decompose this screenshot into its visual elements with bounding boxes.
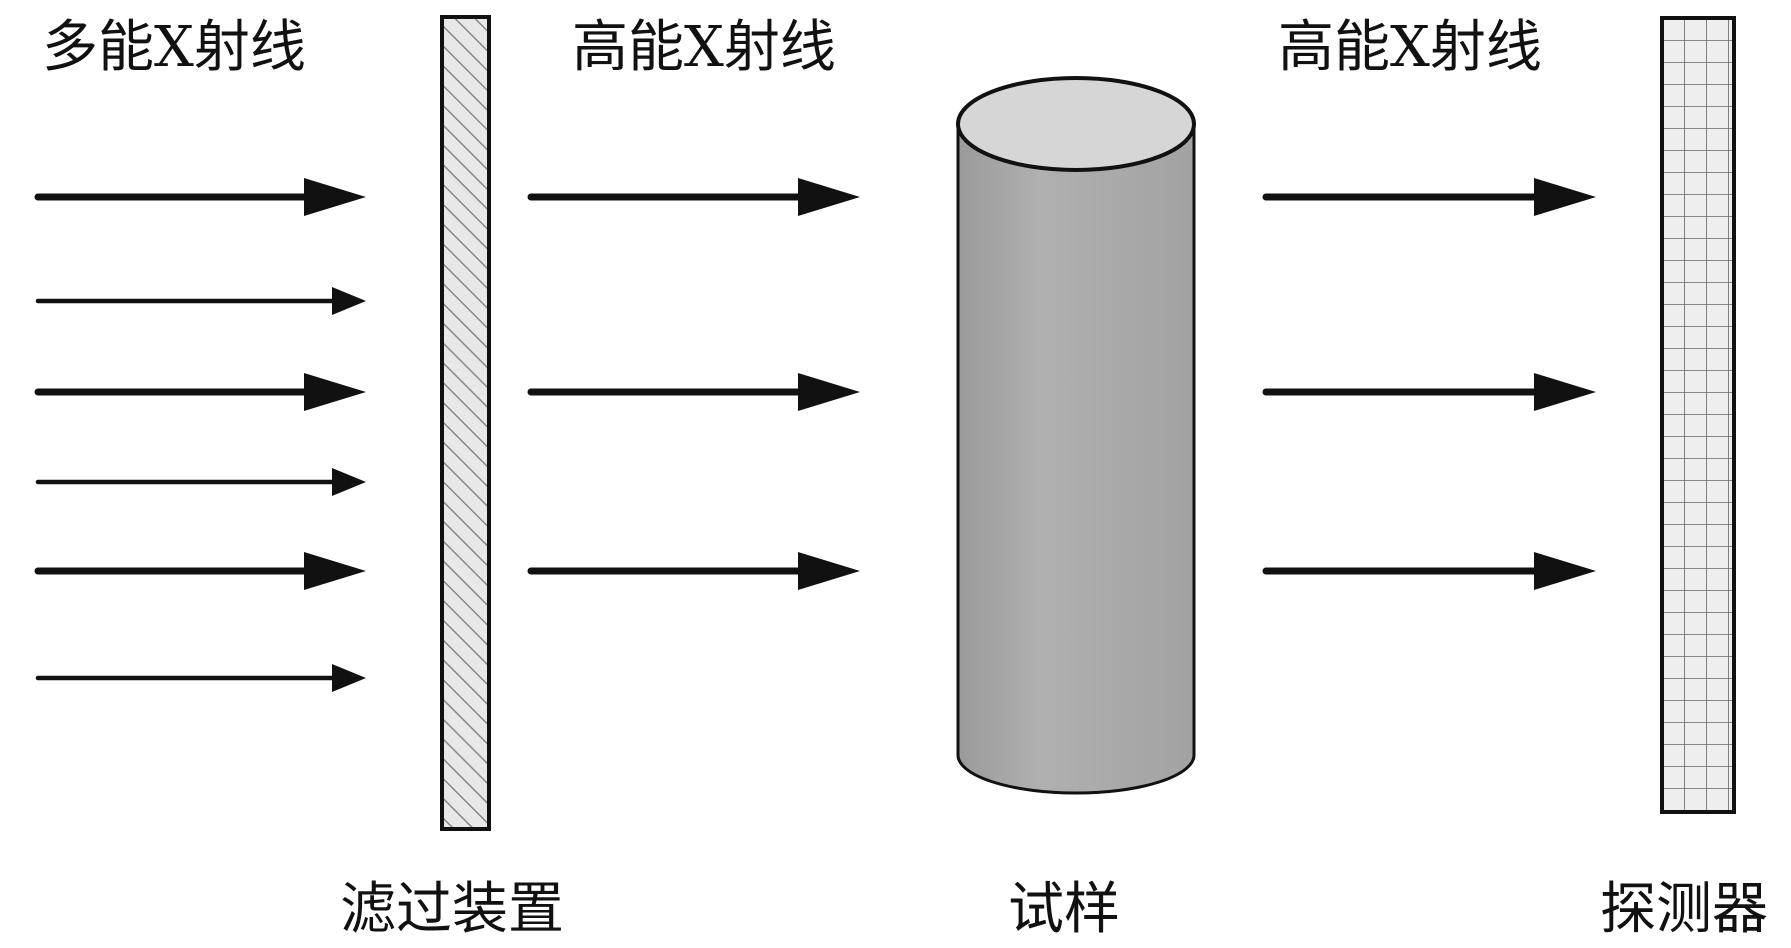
filtered-beam-label: 高能X射线 bbox=[572, 15, 836, 80]
filter-device bbox=[440, 15, 491, 831]
transmitted-arrow-group bbox=[1262, 178, 1596, 590]
incoming-arrow bbox=[34, 373, 366, 411]
filtered-arrow bbox=[527, 373, 860, 411]
filtered-arrow bbox=[527, 178, 860, 216]
incoming-arrow bbox=[35, 664, 366, 692]
transmitted-beam-label: 高能X射线 bbox=[1278, 15, 1542, 80]
filtered-arrow-group bbox=[527, 178, 860, 590]
transmitted-arrow bbox=[1262, 178, 1596, 216]
filtered-arrow bbox=[527, 552, 860, 590]
transmitted-arrow bbox=[1262, 552, 1596, 590]
incoming-arrow bbox=[35, 468, 366, 496]
incoming-beam-label: 多能X射线 bbox=[42, 15, 306, 80]
sample-label: 试样 bbox=[1008, 877, 1120, 942]
detector-panel bbox=[1660, 16, 1736, 814]
sample-cylinder bbox=[956, 76, 1196, 795]
incoming-arrow bbox=[34, 552, 366, 590]
transmitted-arrow bbox=[1262, 373, 1596, 411]
detector-label: 探测器 bbox=[1600, 877, 1768, 942]
incoming-arrow bbox=[34, 178, 366, 216]
filter-label: 滤过装置 bbox=[340, 877, 564, 942]
incoming-arrow bbox=[35, 287, 366, 315]
incoming-arrow-group bbox=[34, 178, 366, 692]
